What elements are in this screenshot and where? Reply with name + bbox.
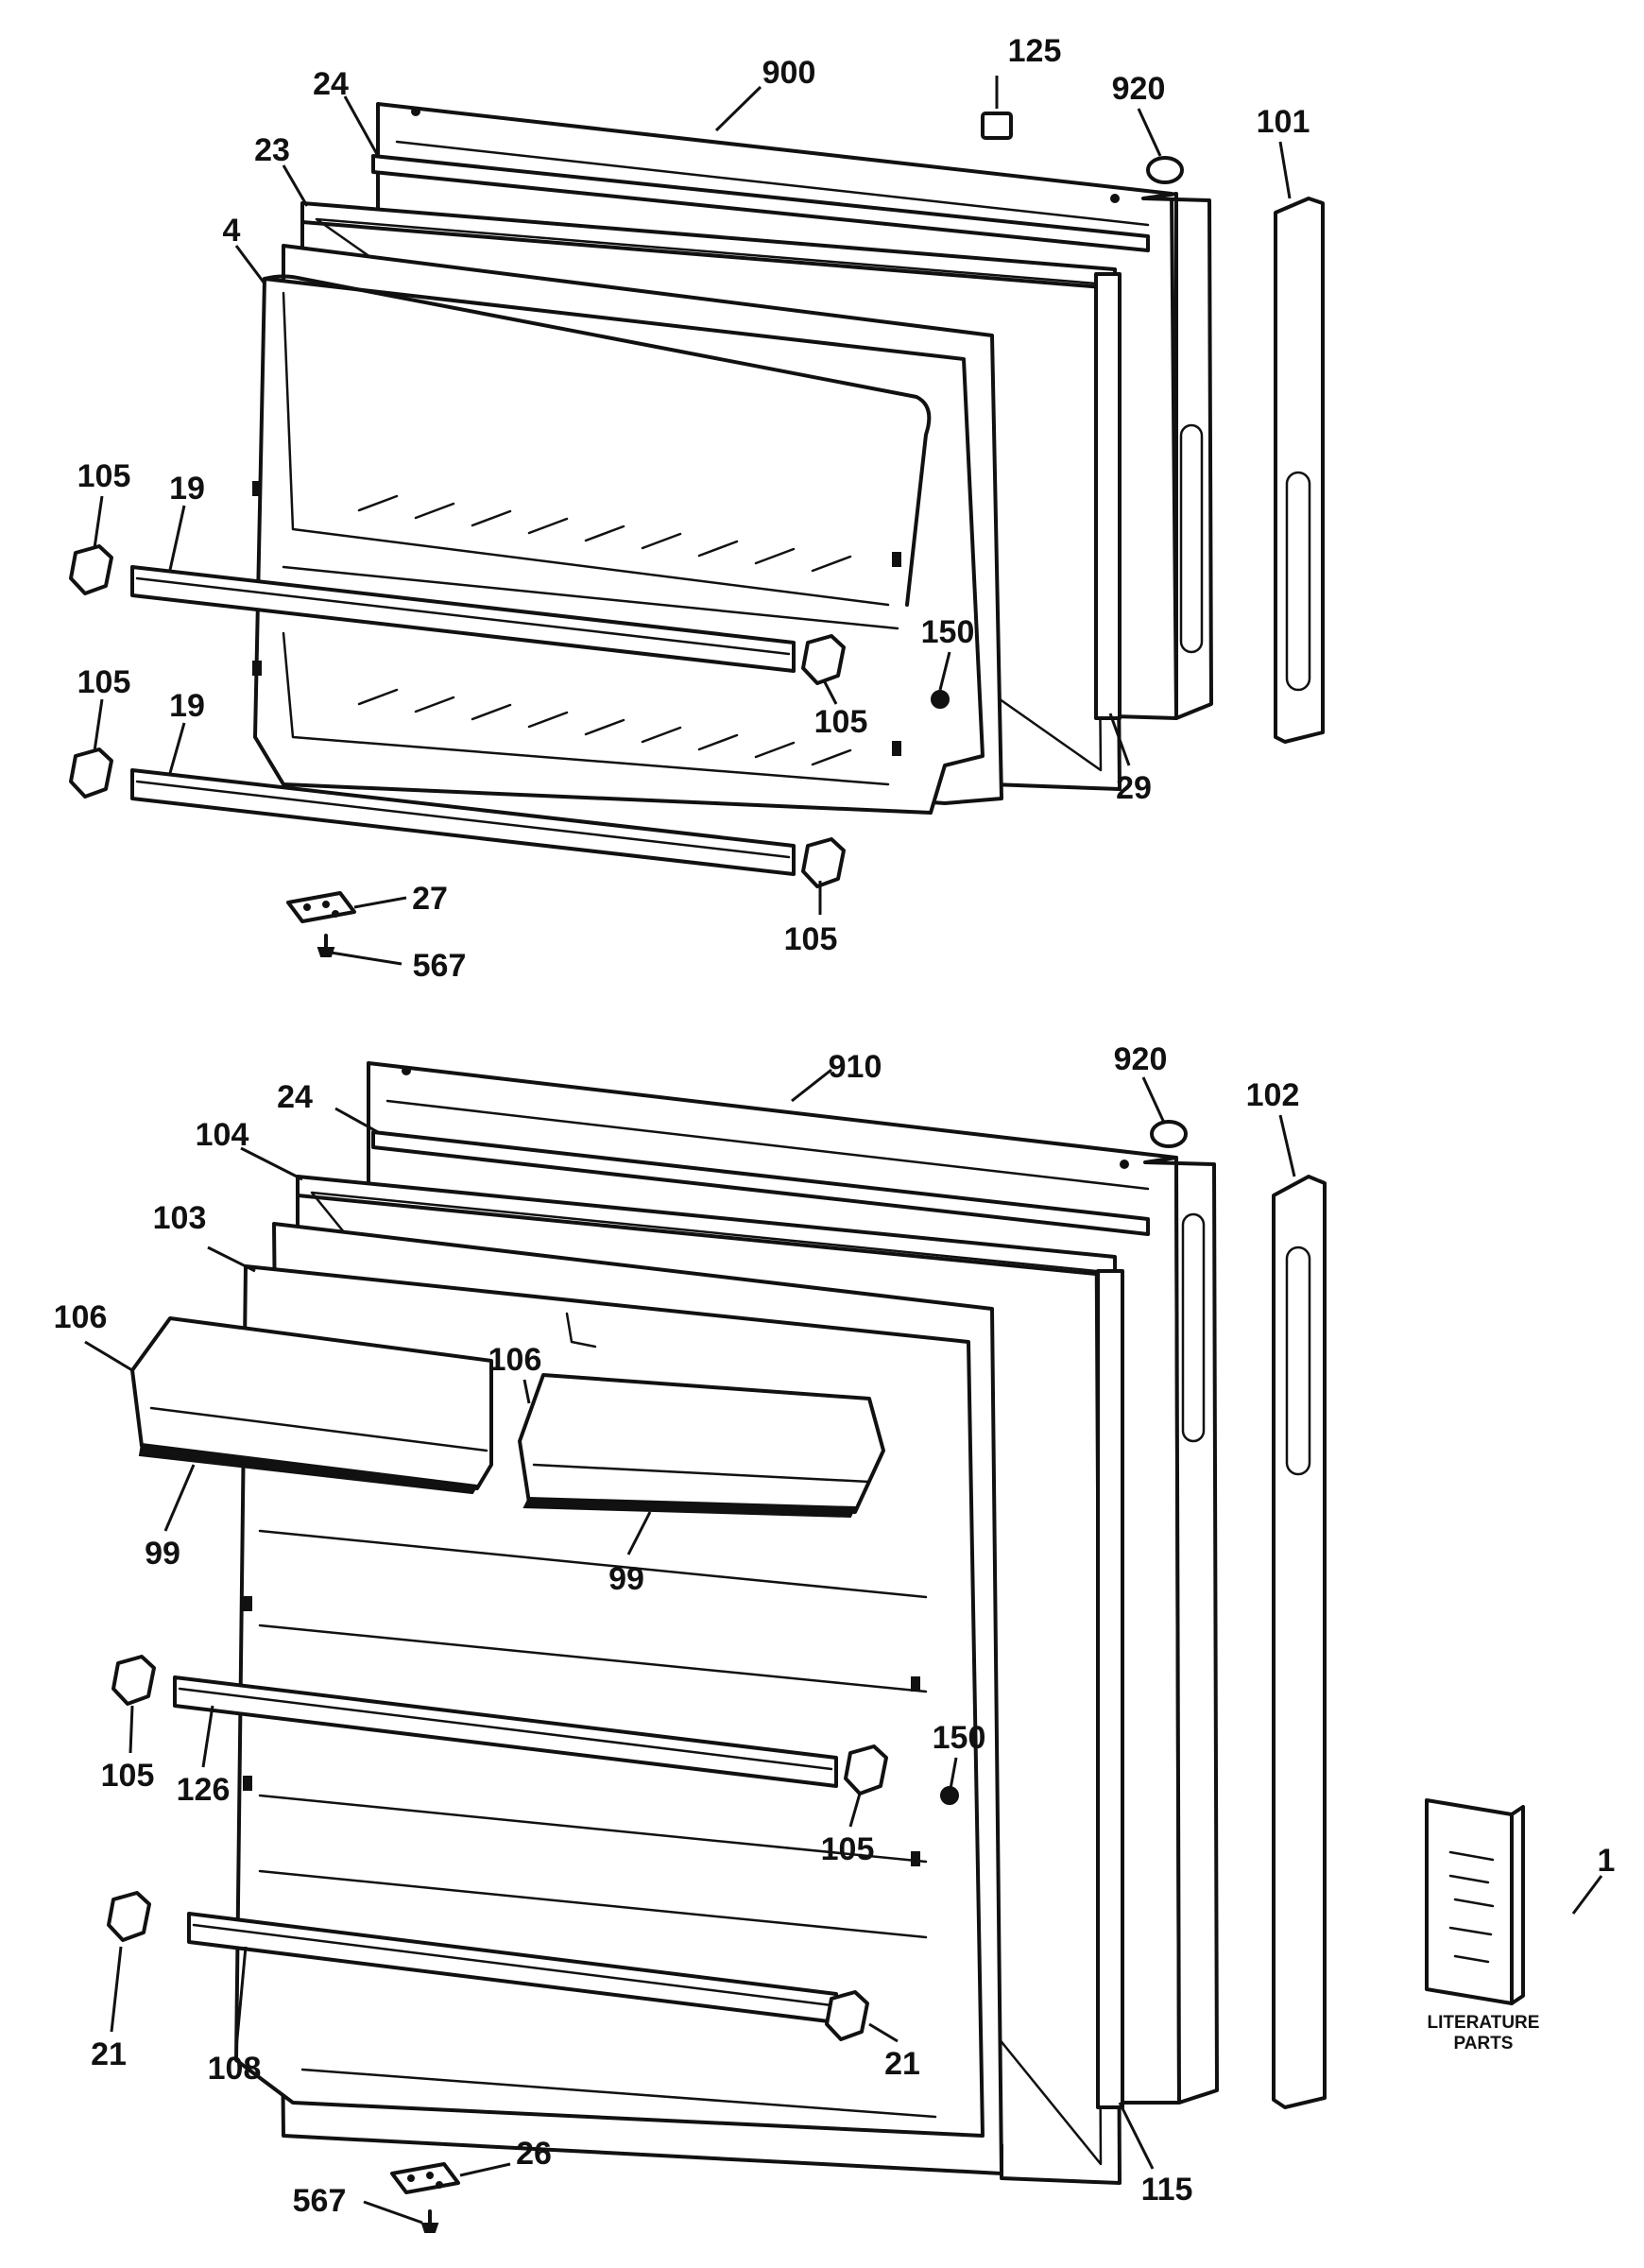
hinge-screw: [420, 2209, 439, 2233]
callout-105: 105: [77, 664, 131, 700]
callout-105: 105: [814, 704, 868, 740]
freezer-breaker-strip: [1094, 272, 1122, 720]
shelf-clip: [107, 1891, 151, 1942]
door-screw: [931, 690, 950, 709]
hinge-cap: [1146, 156, 1184, 184]
door-bin-cover-left: [130, 1316, 493, 1495]
literature-label-line2: PARTS: [1454, 2034, 1514, 2053]
callout-920: 920: [1114, 1041, 1168, 1077]
callout-27: 27: [412, 881, 448, 917]
callout-106: 106: [54, 1299, 108, 1335]
freezer-door-trim: [371, 154, 1150, 252]
shelf-clip: [801, 837, 846, 888]
callout-102: 102: [1246, 1077, 1300, 1113]
freezer-door-handle: [1274, 197, 1325, 744]
literature-booklet: LITERATURE PARTS: [1425, 1798, 1540, 2053]
callout-104: 104: [196, 1117, 249, 1153]
callout-19: 19: [169, 471, 205, 507]
door-bin-cover-right: [518, 1373, 885, 1519]
fresh-food-breaker-strip: [1096, 1269, 1124, 2109]
fresh-food-upper-shelf-bar: [173, 1675, 838, 1788]
fresh-food-door-trim: [371, 1130, 1150, 1236]
callout-105: 105: [101, 1758, 155, 1794]
door-screw: [940, 1786, 959, 1805]
shelf-clip: [825, 1990, 869, 2041]
callout-125: 125: [1008, 33, 1062, 69]
callout-99: 99: [608, 1561, 644, 1597]
freezer-door-assembly: [69, 102, 1325, 957]
callout-99: 99: [145, 1536, 180, 1572]
leader-lines: [84, 76, 1603, 2225]
callout-101: 101: [1257, 104, 1310, 140]
callout-29: 29: [1116, 770, 1152, 806]
callout-105: 105: [821, 1831, 875, 1867]
fresh-food-door-handle: [1272, 1175, 1327, 2109]
shelf-clip: [111, 1655, 156, 1706]
callout-115: 115: [1141, 2172, 1193, 2208]
callout-103: 103: [153, 1200, 207, 1236]
freezer-door-liner: [252, 244, 1003, 815]
callout-567: 567: [293, 2183, 347, 2219]
freezer-lower-shelf-bar: [130, 768, 796, 876]
callout-106: 106: [488, 1342, 542, 1378]
callout-23: 23: [254, 132, 290, 168]
callout-19: 19: [169, 688, 205, 724]
callout-105: 105: [784, 921, 838, 957]
hinge-plate: [390, 2162, 460, 2194]
callout-1: 1: [1598, 1843, 1616, 1879]
callout-24: 24: [277, 1079, 313, 1115]
literature-label-line1: LITERATURE: [1428, 2013, 1540, 2033]
callout-150: 150: [933, 1720, 986, 1756]
callout-105: 105: [77, 458, 131, 494]
callout-26: 26: [516, 2136, 552, 2172]
callout-567: 567: [413, 948, 467, 984]
callout-920: 920: [1112, 71, 1166, 107]
callout-21: 21: [884, 2046, 920, 2082]
callout-900: 900: [762, 55, 816, 91]
callout-150: 150: [921, 614, 975, 650]
callout-24: 24: [313, 66, 349, 102]
hinge-cap: [1150, 1120, 1188, 1148]
fresh-food-door-assembly: [107, 1061, 1327, 2233]
freezer-upper-shelf-bar: [130, 565, 796, 673]
shelf-clip: [69, 747, 113, 799]
callout-910: 910: [829, 1049, 882, 1085]
hinge-plate: [286, 891, 356, 923]
callout-108: 108: [208, 2051, 262, 2087]
shelf-clip: [801, 634, 846, 685]
callout-4: 4: [223, 213, 241, 249]
plug-button: [981, 112, 1013, 140]
shelf-clip: [69, 544, 113, 595]
callout-21: 21: [91, 2036, 127, 2072]
callout-126: 126: [177, 1772, 231, 1808]
callout-numbers: 900 125 920 101 24 23 4 105 19 105 19 15…: [54, 33, 1616, 2219]
shelf-clip: [844, 1744, 888, 1796]
hinge-screw: [317, 934, 335, 957]
